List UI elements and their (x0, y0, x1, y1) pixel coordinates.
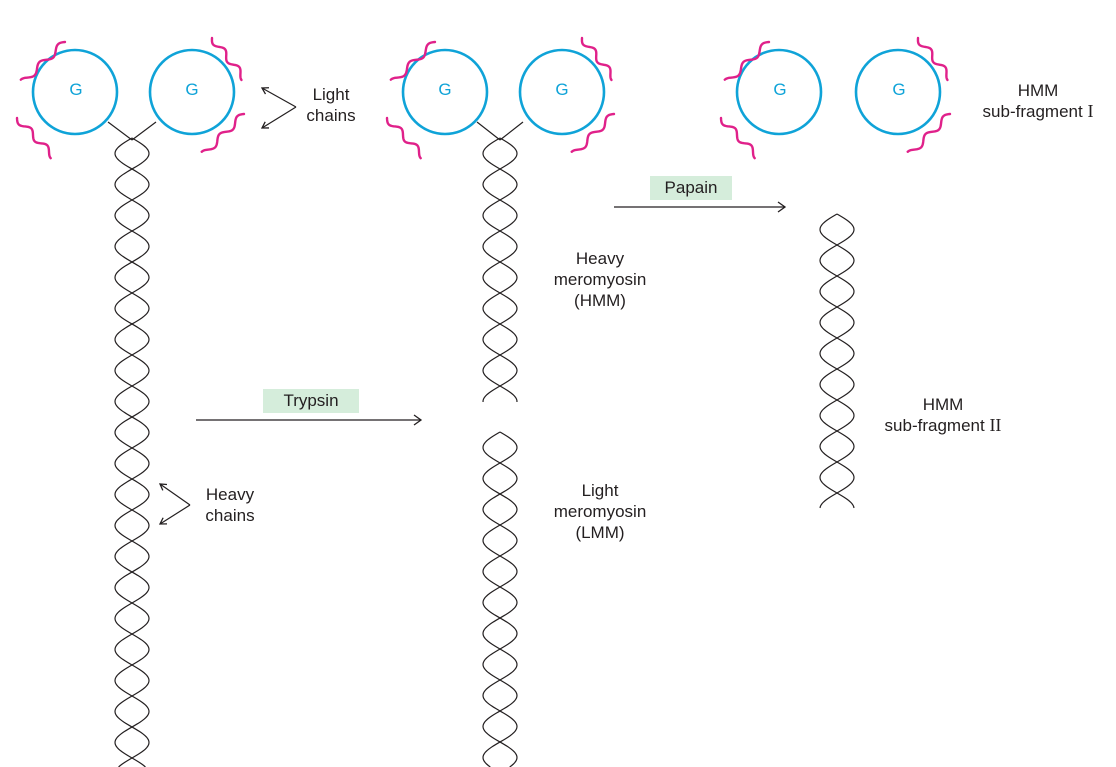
light-chain (200, 112, 246, 153)
light-chain (385, 116, 422, 160)
globular-head-label: G (185, 80, 199, 99)
hmm-s2-rod-strand-a (819, 213, 855, 509)
neck-left (476, 121, 501, 141)
hmm-rod-strand-a (482, 137, 518, 403)
light-chain (580, 36, 613, 82)
myosin-tail-strand-b (114, 137, 150, 767)
globular-head-label: G (773, 80, 787, 99)
heavy-chains-pointer (158, 483, 191, 525)
hmm-s2-prefix: sub-fragment (884, 416, 990, 435)
trypsin-label: Trypsin (263, 389, 359, 413)
hmm-subfragment-1-label: HMM sub-fragment I (968, 80, 1108, 122)
hmm-label: Heavy meromyosin (HMM) (540, 248, 660, 311)
light-chain (15, 116, 52, 160)
heavy-chains-pointer-line-a (159, 483, 191, 506)
heavy-chains-pointer-arrowhead-b (158, 517, 168, 525)
light-chain (719, 116, 756, 160)
heavy-chains-line-1: Heavy (205, 485, 255, 504)
lmm-rod-strand-a (482, 431, 518, 767)
myosin-tail-strand-a (114, 137, 150, 767)
heavy-chains-label: Heavy chains (190, 484, 270, 526)
papain-arrow (614, 201, 787, 213)
lmm-line-1: Light (581, 481, 619, 500)
hmm-line-1: Heavy (575, 249, 625, 268)
globular-head (518, 48, 606, 136)
globular-head-label: G (69, 80, 83, 99)
light-chains-pointer-arrowhead-b (260, 121, 270, 129)
neck-left (107, 121, 133, 141)
papain-label: Papain (650, 176, 732, 200)
light-chain (916, 36, 949, 82)
light-chains-label: Light chains (296, 84, 366, 126)
hmm-s1-prefix: sub-fragment (982, 102, 1088, 121)
lmm-rod-strand-b (482, 431, 518, 767)
trypsin-arrow (196, 414, 423, 426)
hmm-s2-line-2: sub-fragment II (868, 415, 1018, 436)
light-chain (389, 40, 437, 81)
globular-head-label: G (892, 80, 906, 99)
papain-arrow-head (777, 201, 787, 213)
light-chain (210, 36, 243, 82)
globular-head (854, 48, 942, 136)
hmm-s2-line-1: HMM (922, 395, 964, 414)
globular-heads (15, 36, 952, 160)
light-chain (723, 40, 771, 81)
reaction-arrows (196, 201, 787, 426)
light-chains-pointer-line-a (261, 87, 297, 108)
globular-head-label: G (555, 80, 569, 99)
label-pointers (158, 87, 297, 525)
heavy-chains-pointer-arrowhead-a (158, 483, 168, 491)
light-chains-line-2: chains (306, 106, 356, 125)
globular-head (148, 48, 236, 136)
hmm-s1-line-2: sub-fragment I (968, 101, 1108, 122)
globular-head (401, 48, 489, 136)
light-chains-pointer-arrowhead-a (260, 87, 270, 95)
hmm-s2-rod-strand-b (819, 213, 855, 509)
light-chain (19, 40, 67, 81)
hmm-subfragment-2-label: HMM sub-fragment II (868, 394, 1018, 436)
lmm-label: Light meromyosin (LMM) (540, 480, 660, 543)
hmm-s1-line-1: HMM (1017, 81, 1059, 100)
hmm-s2-roman: II (989, 415, 1002, 435)
globular-head (31, 48, 119, 136)
hmm-rod-strand-b (482, 137, 518, 403)
light-chains-pointer-line-b (261, 106, 297, 129)
heavy-chain-helices (107, 121, 855, 767)
trypsin-arrow-head (413, 414, 423, 426)
light-chain (570, 112, 616, 153)
neck-right (499, 121, 524, 141)
lmm-line-2: meromyosin (553, 502, 647, 521)
globular-head-label: G (438, 80, 452, 99)
hmm-line-2: meromyosin (553, 270, 647, 289)
light-chains-pointer (260, 87, 297, 129)
globular-head (735, 48, 823, 136)
heavy-chains-line-2: chains (205, 506, 255, 525)
neck-right (131, 121, 157, 141)
hmm-line-3: (HMM) (574, 291, 626, 310)
light-chains-line-1: Light (312, 85, 350, 104)
hmm-s1-roman: I (1087, 101, 1094, 121)
light-chain (906, 112, 952, 153)
heavy-chains-pointer-line-b (159, 504, 191, 525)
lmm-line-3: (LMM) (575, 523, 625, 542)
